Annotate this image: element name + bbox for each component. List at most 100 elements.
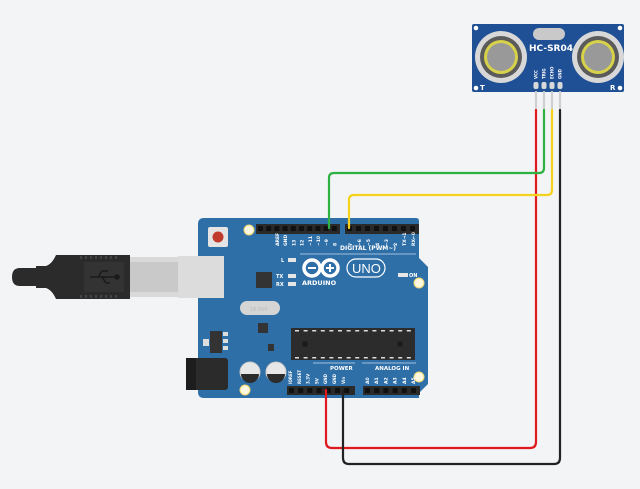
pin-label: GND: [283, 235, 289, 246]
chip-leg: [346, 330, 351, 332]
header-pin[interactable]: [290, 226, 296, 231]
header-pin[interactable]: [289, 388, 294, 393]
wire-echo[interactable]: [347, 108, 554, 230]
power-pin-label: GND: [323, 373, 328, 384]
transmitter-transducer: [475, 31, 527, 83]
sensor-hole: [617, 25, 623, 31]
header-pin[interactable]: [411, 388, 416, 393]
header-pin[interactable]: [392, 226, 397, 231]
wire-trig[interactable]: [327, 108, 546, 230]
header-pin[interactable]: [274, 226, 280, 231]
usb-strain-relief: [30, 268, 40, 286]
header-pin[interactable]: [299, 226, 304, 231]
usb-cable[interactable]: [12, 255, 190, 299]
sensor-crystal: [533, 28, 565, 40]
sensor-pin[interactable]: [533, 82, 539, 89]
pin-label: RX←0: [411, 232, 417, 246]
led-rx: [288, 282, 296, 286]
chip-leg: [338, 330, 342, 332]
atmega-chip: [291, 328, 415, 360]
header-pin[interactable]: [331, 226, 337, 231]
crystal-label: 16.000: [250, 307, 268, 313]
wire-vcc[interactable]: [324, 108, 538, 450]
header-pin[interactable]: [282, 226, 288, 231]
status-leds: L TX RX ON: [276, 258, 417, 288]
pin-label: ~3: [384, 239, 390, 246]
usb-b-jack: [178, 256, 224, 298]
chip-leg: [398, 330, 403, 332]
smd-component: [203, 339, 209, 346]
header-pin[interactable]: [392, 388, 398, 393]
chip-leg: [329, 357, 334, 359]
header-pin[interactable]: [374, 388, 380, 393]
led-l: [288, 258, 296, 262]
sensor-pin-label: GND: [558, 68, 563, 79]
sensor-hole: [617, 85, 623, 91]
analog-pin-label: A1: [374, 377, 380, 384]
header-pin[interactable]: [401, 226, 406, 231]
digital-header[interactable]: [256, 224, 419, 234]
chip-leg: [355, 357, 360, 359]
led-tx: [288, 274, 296, 278]
power-label: POWER: [330, 366, 354, 372]
header-pin[interactable]: [307, 226, 313, 231]
power-pin-label: GND: [332, 373, 337, 384]
pin-label: 2: [393, 243, 399, 246]
header-pin[interactable]: [325, 388, 331, 393]
chip-leg: [329, 330, 334, 332]
power-pin-label: RESET: [297, 370, 302, 384]
header-pin[interactable]: [307, 388, 313, 393]
sensor-hole: [473, 25, 479, 31]
wire-gnd[interactable]: [341, 108, 562, 466]
header-pin[interactable]: [315, 226, 321, 231]
regulator-pin: [223, 332, 228, 336]
header-pin[interactable]: [356, 226, 361, 231]
header-pin[interactable]: [383, 388, 389, 393]
sensor-t-label: T: [480, 84, 485, 92]
chip-leg: [363, 330, 368, 332]
header-pin[interactable]: [365, 388, 370, 393]
header-pin[interactable]: [365, 226, 370, 231]
led-l-label: L: [281, 258, 285, 264]
header-pin[interactable]: [383, 226, 388, 231]
chip-leg: [312, 330, 317, 332]
sensor-pin-label: ECHO: [550, 66, 555, 79]
header-pin[interactable]: [344, 388, 350, 393]
crystal-oscillator: [240, 301, 280, 315]
header-pin[interactable]: [316, 388, 322, 393]
regulator-pin: [223, 346, 228, 350]
led-on: [398, 273, 408, 277]
voltage-regulator: [210, 331, 222, 353]
smd-chip: [258, 323, 268, 333]
header-pin[interactable]: [323, 226, 329, 231]
header-pin[interactable]: [298, 388, 304, 393]
pin-label: 8: [332, 243, 338, 246]
chip-leg: [312, 357, 317, 359]
sensor-pin[interactable]: [549, 82, 555, 89]
header-pin[interactable]: [266, 226, 272, 231]
header-pin[interactable]: [410, 226, 415, 231]
capacitor: [239, 361, 261, 383]
chip-leg: [381, 330, 385, 332]
header-pin[interactable]: [401, 388, 407, 393]
header-pin[interactable]: [258, 226, 263, 231]
sensor-pin[interactable]: [541, 82, 547, 89]
header-pin[interactable]: [335, 388, 340, 393]
arduino-logo: ARDUINO UNO: [302, 258, 386, 287]
analog-header[interactable]: [363, 386, 420, 395]
header-pin[interactable]: [374, 226, 379, 231]
usb-plug-inner: [130, 262, 180, 292]
analog-pin-label: A3: [393, 377, 399, 384]
pin-label: 12: [300, 240, 306, 246]
led-rx-label: RX: [276, 282, 284, 288]
led-on-label: ON: [409, 273, 417, 279]
sensor-name: HC-SR04: [529, 44, 573, 54]
chip-leg: [320, 330, 325, 332]
power-pin-label: 5V: [314, 377, 319, 384]
power-pin-label: IOREF: [288, 370, 293, 384]
sensor-pin[interactable]: [557, 82, 563, 89]
